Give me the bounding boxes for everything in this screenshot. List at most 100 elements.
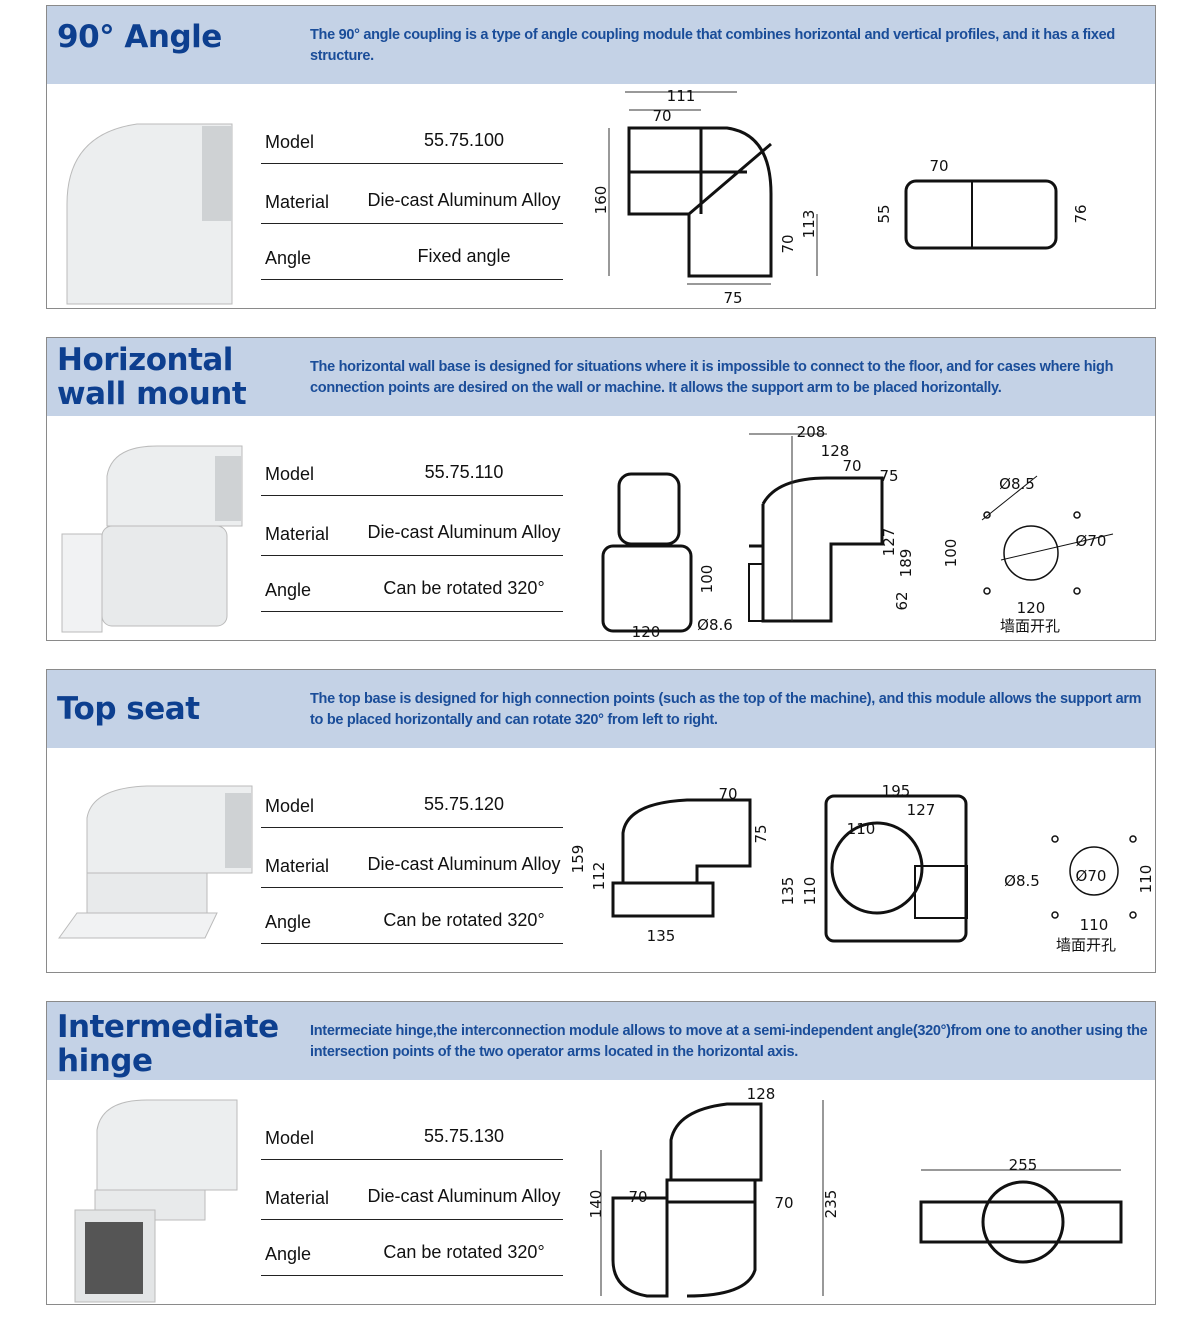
dimension-drawings: 128 70 70 140 235 255 [587, 1085, 1123, 1298]
dimension-label: 110 [1137, 865, 1155, 894]
dimension-label: 76 [1072, 204, 1090, 223]
spec-label: Material [265, 524, 330, 544]
spec-label: Model [265, 796, 315, 816]
spec-row-model: Model 55.75.110 [261, 440, 563, 496]
dimension-label: 75 [723, 289, 742, 307]
spec-row-model: Model 55.75.120 [261, 772, 563, 828]
section-description: The top base is designed for high connec… [310, 691, 1142, 728]
product-photo [61, 445, 243, 633]
spec-value: Die-cast Aluminum Alloy [367, 1186, 561, 1206]
dimension-label: 100 [698, 565, 716, 594]
section-description: The horizontal wall base is designed for… [310, 359, 1114, 396]
dimension-label: 128 [821, 442, 850, 460]
spec-label: Angle [265, 248, 312, 268]
dimension-label: Ø70 [1076, 867, 1107, 885]
dimension-label: 159 [569, 845, 587, 874]
dimension-label: 127 [880, 528, 898, 557]
dimension-label: 110 [801, 877, 819, 906]
section-header: Top seat The top base is designed for hi… [47, 670, 1155, 748]
dimension-label: 127 [907, 801, 936, 819]
dimension-label: 70 [842, 457, 861, 475]
section-title: Top seat [57, 691, 200, 727]
section-header: Intermediate hinge Intermeciate hinge,th… [47, 1002, 1155, 1080]
spec-value: Can be rotated 320° [383, 578, 545, 598]
product-photo [58, 785, 253, 939]
spec-row-model: Model 55.75.100 [261, 108, 563, 164]
dimension-label: 135 [647, 927, 676, 945]
spec-label: Angle [265, 912, 312, 932]
spec-value: Can be rotated 320° [383, 910, 545, 930]
section-title: Intermediate hinge [57, 1009, 279, 1079]
dimension-label: 110 [847, 820, 876, 838]
dimension-label: Ø8.6 [697, 616, 733, 634]
dimension-label: 111 [667, 87, 696, 105]
section-intermediate-hinge: Intermediate hinge Intermeciate hinge,th… [46, 1001, 1156, 1305]
section-title: 90° Angle [57, 19, 222, 55]
dimension-label: 70 [652, 107, 671, 125]
section-body: Model 55.75.130 Material Die-cast Alumin… [47, 1080, 1155, 1305]
spec-row-material: Material Die-cast Aluminum Alloy [261, 832, 563, 888]
dimension-label: Ø8.5 [999, 475, 1035, 493]
dimension-label: 208 [797, 423, 826, 441]
spec-value: 55.75.130 [423, 1126, 505, 1146]
dimension-label: 70 [929, 157, 948, 175]
section-title: Horizontal wall mount [57, 342, 247, 412]
dimension-label: 140 [587, 1190, 605, 1219]
section-body: Model 55.75.120 Material Die-cast Alumin… [47, 748, 1155, 973]
section-description: Intermeciate hinge,the interconnection m… [310, 1023, 1148, 1060]
dimension-label: 100 [942, 539, 960, 568]
spec-value: Die-cast Aluminum Alloy [367, 190, 561, 210]
dimension-label: 75 [752, 824, 770, 843]
dimension-label: 128 [747, 1085, 776, 1103]
spec-row-angle: Angle Can be rotated 320° [261, 556, 563, 612]
section-90-angle: 90° Angle The 90° angle coupling is a ty… [46, 5, 1156, 309]
section-body: Model 55.75.100 Material Die-cast Alumin… [47, 84, 1155, 309]
spec-value: Fixed angle [417, 246, 511, 266]
spec-value: 55.75.120 [423, 794, 505, 814]
dimension-label: 墙面开孔 [1000, 617, 1060, 635]
spec-label: Angle [265, 580, 312, 600]
spec-value: Die-cast Aluminum Alloy [367, 854, 561, 874]
spec-label: Model [265, 1128, 315, 1148]
section-header: Horizontal wall mount The horizontal wal… [47, 338, 1155, 416]
dimension-label: 70 [718, 785, 737, 803]
spec-label: Model [265, 132, 315, 152]
spec-label: Model [265, 464, 315, 484]
dimension-label: 112 [590, 862, 608, 891]
product-photo [66, 123, 233, 305]
dimension-label: 113 [800, 210, 818, 239]
dimension-label: 70 [628, 1188, 647, 1206]
dimension-label: Ø8.5 [1004, 872, 1040, 890]
dimension-label: 120 [632, 623, 661, 641]
dimension-label: 70 [779, 234, 797, 253]
spec-value: 55.75.100 [423, 130, 505, 150]
dimension-label: 195 [882, 782, 911, 800]
dimension-drawings: 120100Ø8.6208128707512718962Ø8.5Ø7010012… [601, 423, 1114, 641]
spec-row-model: Model 55.75.130 [261, 1104, 563, 1160]
dimension-label: 110 [1080, 916, 1109, 934]
section-top-seat: Top seat The top base is designed for hi… [46, 669, 1156, 973]
dimension-label: 75 [879, 467, 898, 485]
spec-row-material: Material Die-cast Aluminum Alloy [261, 1164, 563, 1220]
dimension-label: 255 [1009, 1156, 1038, 1174]
dimension-label: Ø70 [1076, 532, 1107, 550]
spec-row-material: Material Die-cast Aluminum Alloy [261, 500, 563, 556]
spec-label: Angle [265, 1244, 312, 1264]
dimension-label: 135 [779, 877, 797, 906]
dimension-label: 235 [822, 1190, 840, 1219]
spec-value: Can be rotated 320° [383, 1242, 545, 1262]
dimension-label: 62 [893, 591, 911, 610]
spec-value: Die-cast Aluminum Alloy [367, 522, 561, 542]
dimension-label: 70 [774, 1194, 793, 1212]
spec-label: Material [265, 856, 330, 876]
dimension-label: 墙面开孔 [1056, 936, 1116, 954]
spec-label: Material [265, 1188, 330, 1208]
spec-row-angle: Angle Can be rotated 320° [261, 1220, 563, 1276]
spec-row-angle: Angle Can be rotated 320° [261, 888, 563, 944]
spec-row-material: Material Die-cast Aluminum Alloy [261, 168, 563, 224]
dimension-label: 160 [592, 186, 610, 215]
product-photo [74, 1099, 238, 1303]
section-body: Model 55.75.110 Material Die-cast Alumin… [47, 416, 1155, 641]
